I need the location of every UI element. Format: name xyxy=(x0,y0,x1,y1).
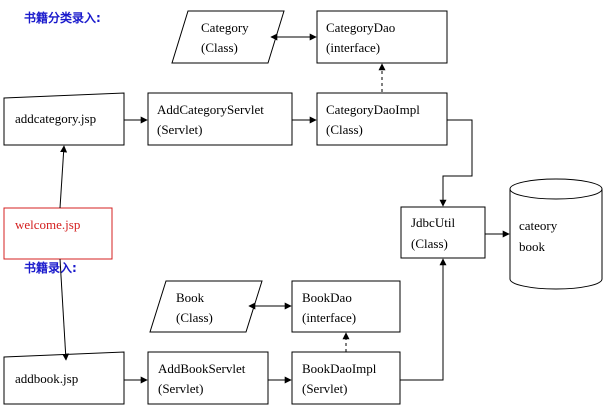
node-add-category-servlet: AddCategoryServlet (Servlet) xyxy=(147,92,293,146)
edge-categorydaoimpl-jdbcutil xyxy=(439,119,473,207)
node-database-line2: book xyxy=(519,239,546,254)
node-add-category-servlet-name: AddCategoryServlet xyxy=(157,102,264,117)
node-welcome-jsp: welcome.jsp xyxy=(3,207,113,260)
node-add-book-servlet-name: AddBookServlet xyxy=(158,361,246,376)
node-book-dao-impl-name: BookDaoImpl xyxy=(302,361,377,376)
edge-welcome-addbook xyxy=(59,258,70,361)
node-category: Category (Class) xyxy=(171,10,285,64)
node-category-dao-name: CategoryDao xyxy=(326,20,395,35)
node-category-kind: (Class) xyxy=(201,40,238,55)
node-book: Book (Class) xyxy=(149,280,263,333)
node-category-dao-impl-kind: (Class) xyxy=(326,122,363,137)
node-category-dao-impl: CategoryDaoImpl (Class) xyxy=(316,92,448,146)
node-add-book-servlet: AddBookServlet (Servlet) xyxy=(147,351,269,405)
node-category-dao: CategoryDao (interface) xyxy=(316,10,448,64)
node-book-dao-impl: BookDaoImpl (Servlet) xyxy=(291,351,401,405)
node-jdbc-util-kind: (Class) xyxy=(411,236,448,251)
node-database: cateory book xyxy=(509,178,603,290)
node-category-name: Category xyxy=(201,20,249,35)
node-add-category-servlet-kind: (Servlet) xyxy=(157,122,202,137)
category-section-heading: 书籍分类录入: xyxy=(24,10,101,25)
node-book-dao-impl-kind: (Servlet) xyxy=(302,381,347,396)
node-book-dao: BookDao (interface) xyxy=(291,280,401,333)
node-jdbc-util: JdbcUtil (Class) xyxy=(400,206,486,259)
node-book-dao-kind: (interface) xyxy=(302,310,356,325)
node-book-dao-name: BookDao xyxy=(302,290,352,305)
node-jdbc-util-name: JdbcUtil xyxy=(411,215,455,230)
node-addcategory-jsp: addcategory.jsp xyxy=(3,92,125,146)
node-add-book-servlet-kind: (Servlet) xyxy=(158,381,203,396)
node-book-name: Book xyxy=(176,290,205,305)
edge-bookdaoimpl-jdbcutil xyxy=(400,258,447,381)
node-addbook-jsp-name: addbook.jsp xyxy=(15,371,78,386)
edge-welcome-addcategory xyxy=(59,145,68,209)
node-category-dao-kind: (interface) xyxy=(326,40,380,55)
node-category-dao-impl-name: CategoryDaoImpl xyxy=(326,102,420,117)
node-addbook-jsp: addbook.jsp xyxy=(3,351,125,405)
node-addcategory-jsp-name: addcategory.jsp xyxy=(15,111,96,126)
node-database-line1: cateory xyxy=(519,218,558,233)
node-book-kind: (Class) xyxy=(176,310,213,325)
node-welcome-jsp-name: welcome.jsp xyxy=(15,217,80,232)
book-section-heading: 书籍录入: xyxy=(24,260,77,275)
